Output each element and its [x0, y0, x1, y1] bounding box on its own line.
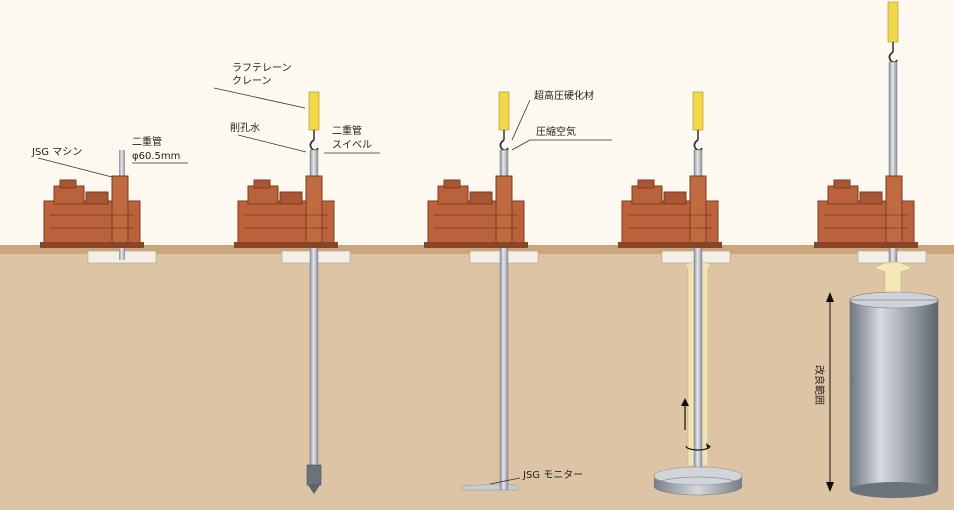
improvement-range-dimension	[826, 292, 834, 492]
label-double-pipe-1: 二重管	[132, 135, 162, 148]
ground-surface-crust	[0, 245, 954, 254]
stage-5-complete-column	[814, 1, 939, 498]
crane-wire	[498, 91, 510, 131]
double-pipe	[499, 149, 509, 491]
improved-soil-column	[849, 291, 939, 498]
crane-hook-icon	[499, 130, 509, 152]
stage-1-setup	[37, 150, 188, 264]
crane-wire	[887, 1, 899, 43]
improvement-disc	[653, 466, 743, 496]
jsg-machine	[40, 175, 144, 248]
jsg-machine	[814, 175, 918, 248]
label-double-pipe-2: φ60.5mm	[132, 151, 180, 162]
jsg-machine	[424, 175, 528, 248]
label-luffing-crane-1: ラフテレーン	[232, 62, 292, 74]
label-improvement-range: 改良範囲	[813, 365, 826, 405]
rotation-arrow-icon	[685, 443, 711, 451]
crane-hook-icon	[888, 42, 898, 64]
up-arrow-icon	[681, 398, 689, 430]
label-ultra-high-pressure: 超高圧硬化材	[534, 89, 594, 102]
crane-hook-icon	[309, 130, 319, 152]
label-drilling-water: 削孔水	[230, 121, 260, 134]
crane-hook-icon	[693, 130, 703, 152]
jsg-machine	[234, 175, 338, 248]
label-jsg-machine: JSG マシン	[31, 147, 82, 158]
label-luffing-crane-2: クレーン	[232, 75, 272, 87]
drill-bit	[306, 464, 322, 486]
crane-wire	[308, 91, 320, 131]
jsg-machine	[618, 175, 722, 248]
label-compressed-air: 圧縮空気	[536, 125, 576, 138]
stage-4-jetting-rising	[618, 91, 743, 496]
stage-3-jetting-start	[424, 91, 612, 491]
stage-2-drilling	[213, 87, 380, 494]
ground	[0, 250, 954, 510]
label-double-swivel-2: スイベル	[332, 139, 372, 151]
label-double-swivel-1: 二重管	[332, 124, 362, 137]
crane-wire	[692, 91, 704, 131]
jet-spray	[461, 483, 519, 491]
label-jsg-monitor: JSG モニター	[522, 469, 583, 481]
